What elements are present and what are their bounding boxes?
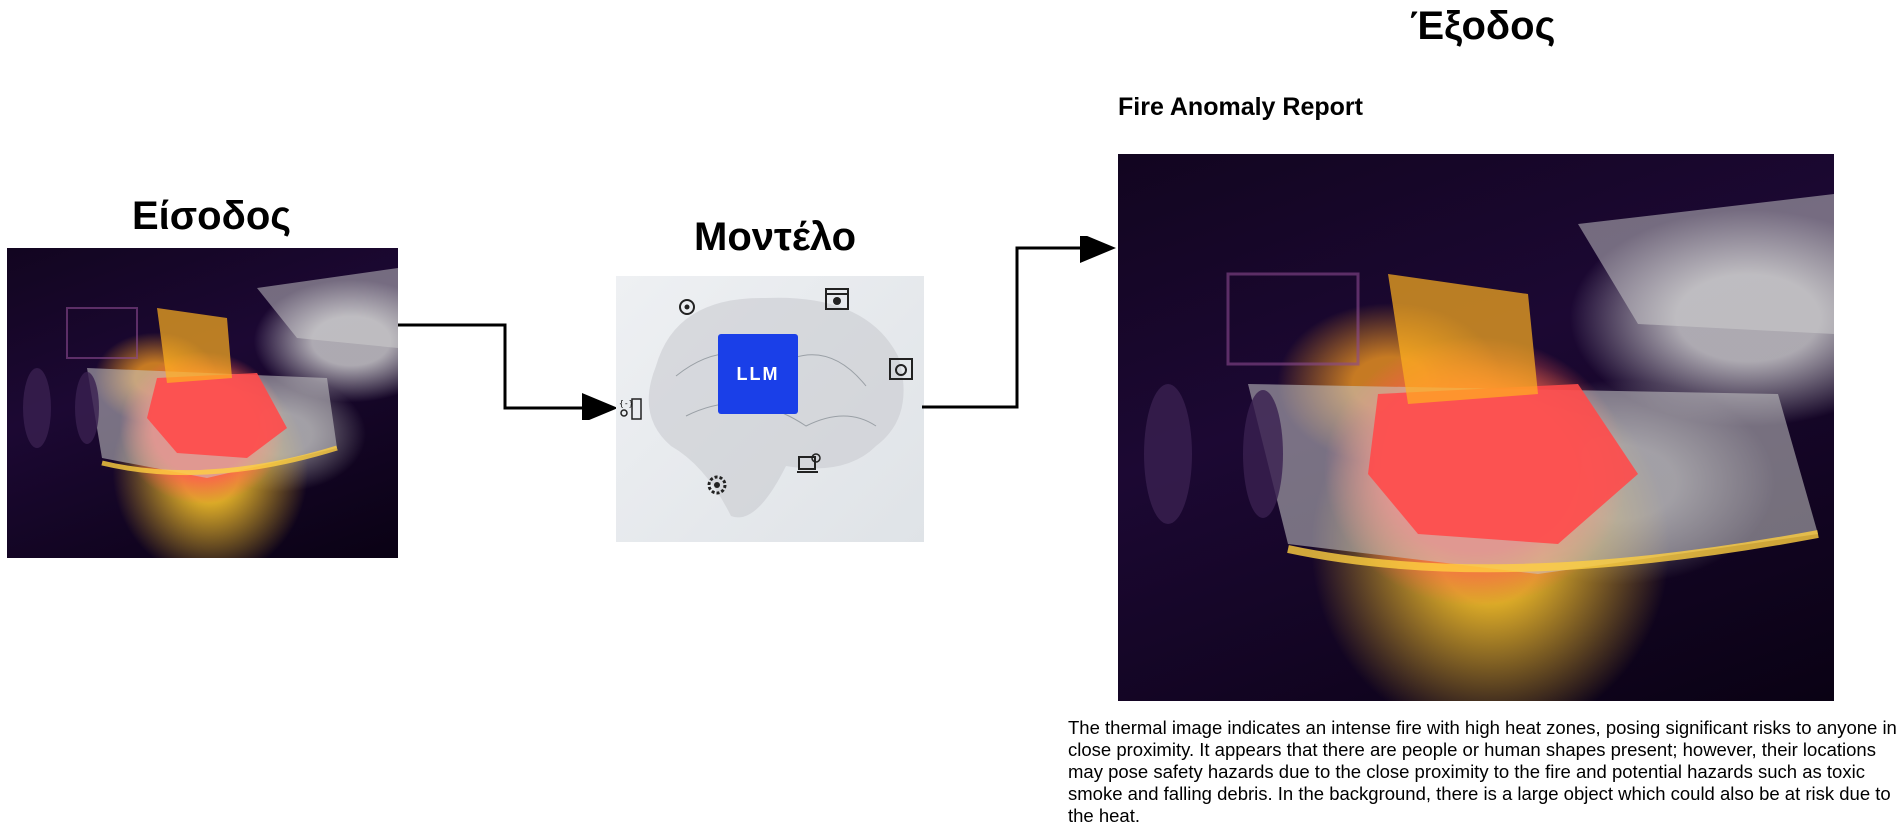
cog-icon bbox=[707, 475, 727, 495]
arrow-model-to-output bbox=[922, 236, 1116, 409]
gear-icon bbox=[679, 299, 695, 315]
model-title: Μοντέλο bbox=[694, 215, 857, 259]
bug-window-icon bbox=[825, 288, 849, 310]
report-text: The thermal image indicates an intense f… bbox=[1068, 717, 1897, 826]
output-thermal-image bbox=[1118, 154, 1834, 701]
model-brain-image: LLM {-} bbox=[616, 276, 924, 542]
input-thermal-image bbox=[7, 248, 398, 558]
report-title: Fire Anomaly Report bbox=[1118, 93, 1363, 121]
code-person-icon: {-} bbox=[619, 398, 642, 420]
input-title: Είσοδος bbox=[132, 194, 292, 238]
output-title: Έξοδος bbox=[1410, 4, 1556, 48]
svg-text:{-}: {-} bbox=[619, 399, 633, 408]
arrow-input-to-model bbox=[398, 323, 618, 420]
settings-window-icon bbox=[889, 358, 913, 380]
llm-block: LLM bbox=[718, 334, 798, 414]
laptop-gear-icon bbox=[797, 453, 821, 473]
